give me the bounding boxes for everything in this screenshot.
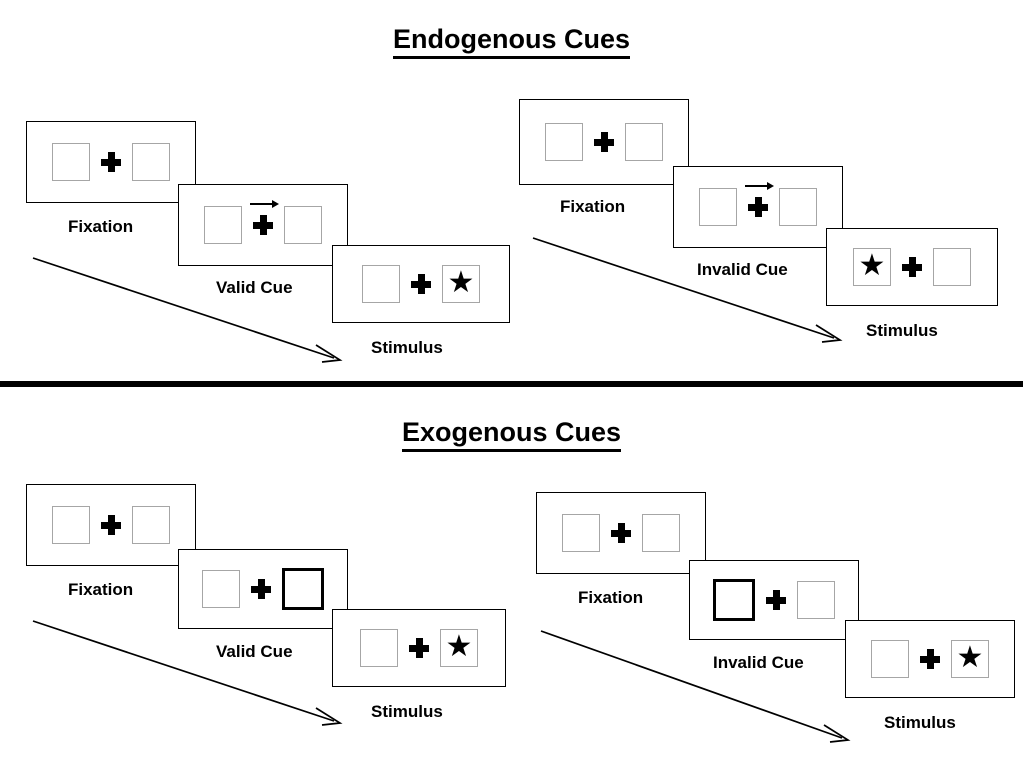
left-placeholder-box [52,506,90,544]
fixation-cross-icon [600,512,642,554]
stage-label-endogenous-invalid-fixation: Fixation [560,197,626,216]
star-target-icon: ★ [956,641,984,674]
arrow-right-cue-icon [745,182,774,190]
fixation-cross-icon [400,263,442,305]
frame-content [713,579,835,621]
frame-endogenous-invalid-fixation [519,99,689,185]
fixation-cross-icon [242,200,284,246]
fixation-cross-icon [240,568,282,610]
frame-exogenous-invalid-fixation [536,492,706,574]
fixation-cross-icon [909,638,951,680]
stage-label-endogenous-valid-stimulus: Stimulus [371,338,443,357]
fixation-cross-icon [891,246,933,288]
stage-label-exogenous-valid-cue: Valid Cue [216,642,293,661]
frame-content [545,121,663,163]
frame-endogenous-valid-cue [178,184,348,266]
right-placeholder-box [132,506,170,544]
frame-endogenous-valid-fixation [26,121,196,203]
section-title-endogenous: Endogenous Cues [0,24,1023,59]
right-target-box: ★ [442,265,480,303]
left-placeholder-box [204,206,242,244]
frame-endogenous-invalid-stimulus: ★ [826,228,998,306]
stage-label-endogenous-invalid-stimulus: Stimulus [866,321,938,340]
frame-exogenous-valid-cue [178,549,348,629]
section-title-endogenous-text: Endogenous Cues [392,24,630,59]
right-placeholder-box [642,514,680,552]
left-cued-box [713,579,755,621]
stage-label-endogenous-valid-fixation: Fixation [68,217,134,236]
left-placeholder-box [562,514,600,552]
stage-label-exogenous-invalid-cue: Invalid Cue [713,653,804,672]
stage-label-exogenous-valid-stimulus: Stimulus [371,702,443,721]
stage-label-exogenous-invalid-fixation: Fixation [578,588,644,607]
star-target-icon: ★ [447,266,475,299]
left-placeholder-box [362,265,400,303]
frame-content [202,568,324,610]
star-target-icon: ★ [858,249,886,282]
right-placeholder-box [625,123,663,161]
left-placeholder-box [52,143,90,181]
section-title-exogenous: Exogenous Cues [0,417,1023,452]
fixation-cross-icon [90,504,132,546]
fixation-cross-icon [583,121,625,163]
stage-label-endogenous-valid-cue: Valid Cue [216,278,293,297]
right-placeholder-box [284,206,322,244]
section-divider [0,381,1023,387]
frame-endogenous-valid-stimulus: ★ [332,245,510,323]
frame-content [204,200,322,246]
right-cued-box [282,568,324,610]
left-placeholder-box [360,629,398,667]
frame-content: ★ [362,263,480,305]
right-placeholder-box [933,248,971,286]
fixation-cross-icon [737,182,779,228]
fixation-cross-icon [398,627,440,669]
left-placeholder-box [871,640,909,678]
right-target-box: ★ [440,629,478,667]
stage-label-exogenous-invalid-stimulus: Stimulus [884,713,956,732]
left-target-box: ★ [853,248,891,286]
star-target-icon: ★ [445,630,473,663]
frame-exogenous-invalid-cue [689,560,859,640]
left-placeholder-box [545,123,583,161]
frame-content: ★ [853,246,971,288]
frame-endogenous-invalid-cue [673,166,843,248]
stage-label-exogenous-valid-fixation: Fixation [68,580,134,599]
right-placeholder-box [132,143,170,181]
arrow-right-cue-icon [250,200,279,208]
frame-content: ★ [871,638,989,680]
frame-content [52,504,170,546]
left-placeholder-box [699,188,737,226]
fixation-cross-icon [755,579,797,621]
section-title-exogenous-text: Exogenous Cues [401,417,622,452]
frame-exogenous-invalid-stimulus: ★ [845,620,1015,698]
stage-label-endogenous-invalid-cue: Invalid Cue [697,260,788,279]
left-placeholder-box [202,570,240,608]
frame-content: ★ [360,627,478,669]
frame-content [699,182,817,228]
frame-content [562,512,680,554]
fixation-cross-icon [90,141,132,183]
right-target-box: ★ [951,640,989,678]
frame-content [52,141,170,183]
right-placeholder-box [797,581,835,619]
frame-exogenous-valid-fixation [26,484,196,566]
right-placeholder-box [779,188,817,226]
frame-exogenous-valid-stimulus: ★ [332,609,506,687]
